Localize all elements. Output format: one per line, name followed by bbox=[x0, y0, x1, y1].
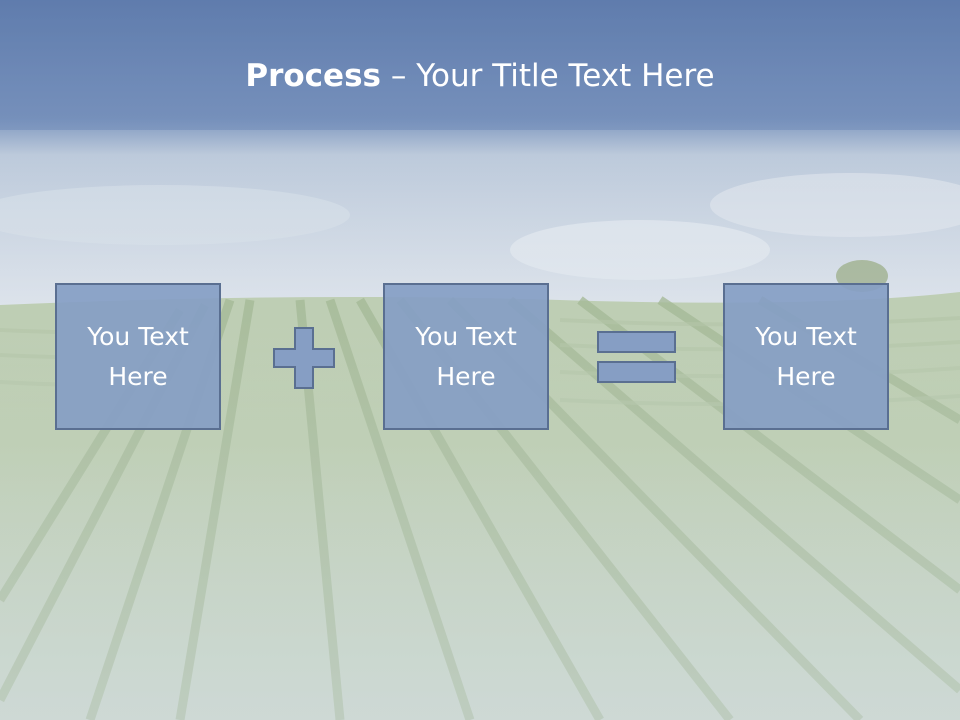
title-rest: Your Title Text Here bbox=[416, 58, 715, 94]
plus-icon bbox=[273, 327, 335, 389]
process-box-1-line2: Here bbox=[108, 361, 168, 391]
equals-icon bbox=[597, 331, 676, 383]
process-box-3-text: You Text Here bbox=[741, 317, 871, 397]
process-box-1-line1: You Text bbox=[87, 321, 189, 351]
slide-title: Process – Your Title Text Here bbox=[0, 48, 960, 104]
process-box-2: You Text Here bbox=[383, 283, 549, 430]
process-box-2-line2: Here bbox=[436, 361, 496, 391]
title-bold-word: Process bbox=[245, 58, 381, 94]
process-box-3-line2: Here bbox=[776, 361, 836, 391]
process-box-3: You Text Here bbox=[723, 283, 889, 430]
process-box-1-text: You Text Here bbox=[73, 317, 203, 397]
process-box-3-line1: You Text bbox=[755, 321, 857, 351]
process-box-2-text: You Text Here bbox=[401, 317, 531, 397]
process-box-1: You Text Here bbox=[55, 283, 221, 430]
process-box-2-line1: You Text bbox=[415, 321, 517, 351]
title-dash: – bbox=[381, 58, 417, 94]
